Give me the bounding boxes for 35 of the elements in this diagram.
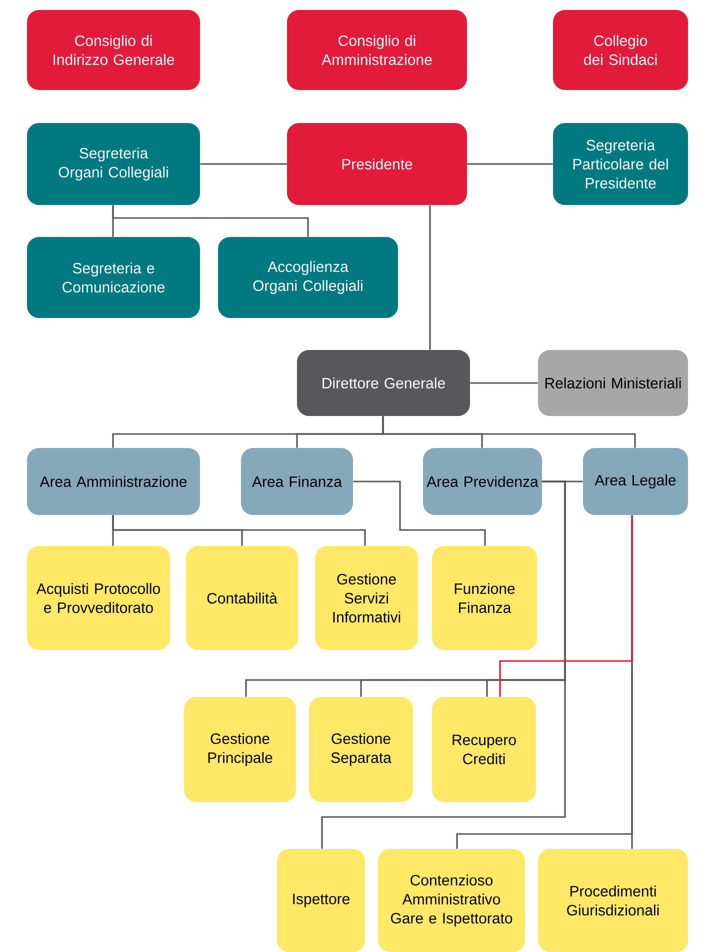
- area-box: Area Legale: [583, 448, 688, 515]
- unit-box: Contenzioso Amministrativo Gare e Ispettorato: [378, 849, 525, 952]
- connector-line: [429, 205, 431, 350]
- staff-box: Relazioni Ministeriali: [538, 350, 688, 416]
- connector-line: [353, 480, 486, 546]
- connector-line: [499, 515, 633, 697]
- governing-box: Consiglio di Amministrazione: [287, 10, 467, 90]
- area-box: Area Amministrazione: [27, 448, 200, 515]
- director-box: Direttore Generale: [297, 350, 470, 416]
- connector-line: [542, 480, 583, 482]
- unit-box: Contabilità: [186, 546, 298, 650]
- unit-box: Gestione Servizi Informativi: [315, 546, 418, 650]
- unit-box: Gestione Principale: [184, 697, 296, 802]
- connector-line: [112, 205, 309, 237]
- governing-box: Presidente: [287, 123, 467, 205]
- connector-line: [470, 382, 538, 384]
- connector-line: [200, 163, 287, 165]
- area-box: Area Finanza: [241, 448, 353, 515]
- governing-box: Consiglio di Indirizzo Generale: [27, 10, 200, 90]
- governing-box: Collegio dei Sindaci: [553, 10, 688, 90]
- connector-line: [321, 480, 566, 849]
- unit-box: Recupero Crediti: [432, 697, 536, 802]
- unit-box: Funzione Finanza: [432, 546, 537, 650]
- office-box: Accoglienza Organi Collegiali: [218, 237, 398, 318]
- unit-box: Ispettore: [277, 849, 365, 952]
- office-box: Segreteria Particolare del Presidente: [553, 123, 688, 205]
- unit-box: Gestione Separata: [309, 697, 413, 802]
- office-box: Segreteria Organi Collegiali: [27, 123, 200, 205]
- unit-box: Procedimenti Giurisdizionali: [538, 849, 688, 952]
- connector-line: [467, 163, 553, 165]
- connector-line: [382, 416, 636, 448]
- connector-line: [112, 515, 366, 546]
- office-box: Segreteria e Comunicazione: [27, 237, 200, 318]
- area-box: Area Previdenza: [423, 448, 542, 515]
- unit-box: Acquisti Protocollo e Provveditorato: [27, 546, 170, 650]
